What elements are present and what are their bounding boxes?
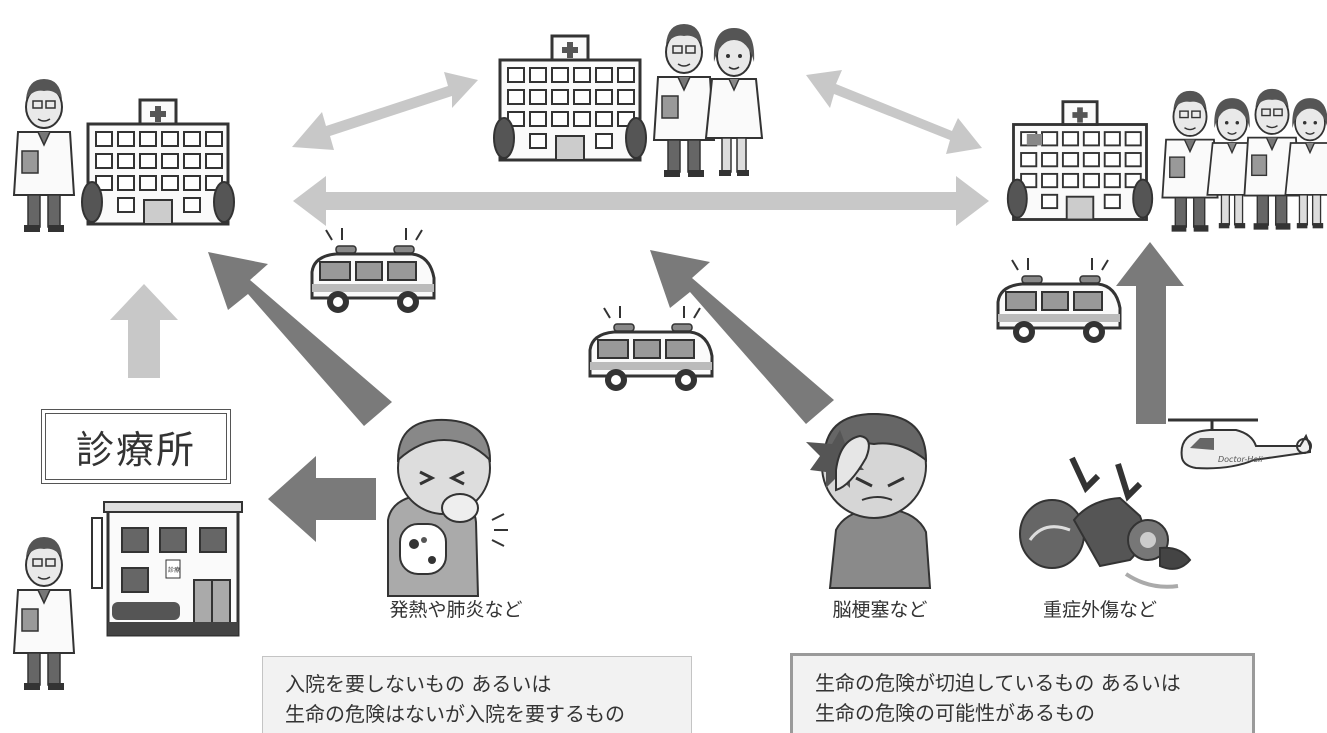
doctor-helicopter-icon: Doctor-Heli xyxy=(1168,418,1312,470)
fever-patient-icon xyxy=(387,418,508,597)
clinic-sign: 診療 xyxy=(168,566,180,574)
trauma-patient-icon xyxy=(1019,456,1192,589)
hospital-link-arrows xyxy=(110,70,989,378)
non-critical-note-line1: 入院を要しないもの あるいは xyxy=(285,672,552,696)
non-critical-note: 入院を要しないもの あるいは 生命の危険はないが入院を要するもの xyxy=(262,656,692,733)
center-hospital-building xyxy=(492,34,648,162)
left-hospital-building xyxy=(80,98,236,226)
arrow-stroke-to-center-hospital xyxy=(650,250,834,424)
non-critical-note-line2: 生命の危険はないが入院を要するもの xyxy=(285,702,625,726)
critical-note-line2: 生命の危険の可能性があるもの xyxy=(815,701,1095,725)
arrow-center-to-right-hospital xyxy=(806,70,982,154)
trauma-case-caption: 重症外傷など xyxy=(1043,599,1157,621)
transport-arrows xyxy=(208,242,1184,542)
arrow-left-to-right-hospital xyxy=(293,176,989,226)
arrow-trauma-to-right-hospital xyxy=(1116,242,1184,424)
clinic-building: 診療 xyxy=(91,501,243,637)
right-hospital-staff-4 xyxy=(1284,97,1327,230)
clinic-label: 診療所 xyxy=(45,413,227,480)
clinic-doctor xyxy=(13,536,75,691)
ambulance-icon-right xyxy=(996,256,1122,345)
ambulance-icon-upper xyxy=(310,226,436,315)
center-hospital-doctor-male xyxy=(653,23,715,178)
critical-note: 生命の危険が切迫しているもの あるいは 生命の危険の可能性があるもの xyxy=(790,653,1255,733)
arrow-fever-to-clinic xyxy=(268,456,376,542)
right-hospital-building xyxy=(1006,100,1154,221)
critical-note-line1: 生命の危険が切迫しているもの あるいは xyxy=(815,671,1181,695)
stroke-patient-icon xyxy=(806,412,932,589)
right-hospital-staff-1 xyxy=(1161,89,1219,233)
center-hospital-doctor-female xyxy=(705,27,763,177)
helicopter-label: Doctor-Heli xyxy=(1218,455,1263,464)
arrow-clinic-to-left-hospital xyxy=(110,284,178,378)
left-hospital-doctor xyxy=(13,78,75,233)
arrow-fever-to-left-hospital xyxy=(208,252,392,426)
fever-case-caption: 発熱や肺炎など xyxy=(389,599,522,621)
ambulance-icon-center xyxy=(588,304,714,393)
arrow-left-to-center-hospital xyxy=(292,72,478,150)
clinic-label-box: 診療所 xyxy=(41,409,231,484)
stroke-case-caption: 脳梗塞など xyxy=(832,599,927,621)
